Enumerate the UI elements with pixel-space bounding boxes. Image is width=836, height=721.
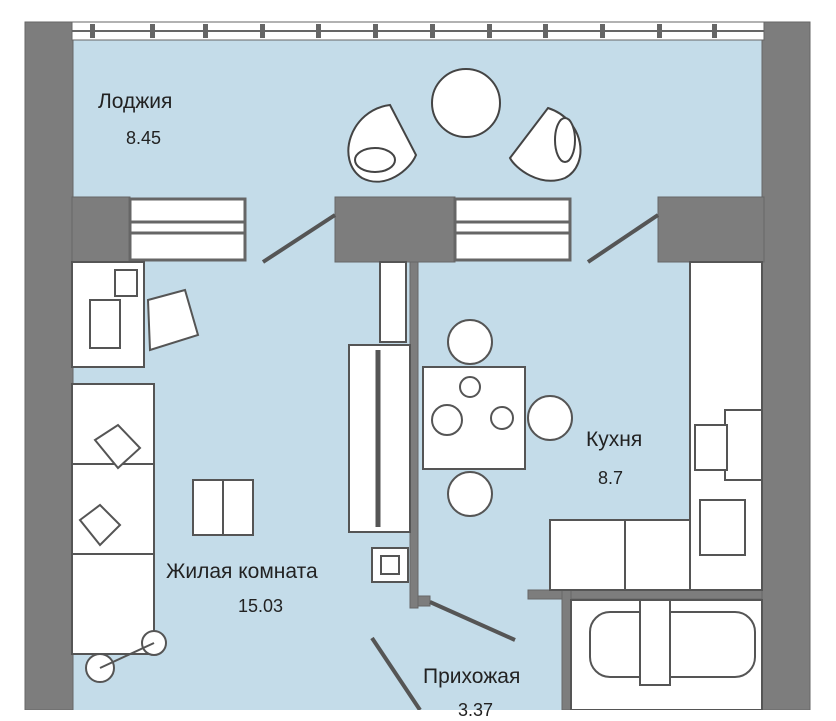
room-name-kitchen: Кухня (586, 428, 643, 451)
room-area-loggia: 8.45 (126, 128, 162, 148)
room-area-kitchen: 8.7 (598, 468, 624, 488)
room-area-hall: 3.37 (458, 700, 494, 720)
room-area-living: 15.03 (238, 596, 284, 616)
top-window (71, 21, 765, 41)
inner-windows (128, 197, 572, 262)
room-name-loggia: Лоджия (98, 90, 173, 113)
living-furniture (71, 261, 411, 683)
doors (261, 213, 660, 710)
kitchen-furniture (422, 261, 763, 710)
walls (24, 21, 811, 710)
room-name-living: Жилая комната (166, 560, 318, 583)
room-name-hall: Прихожая (423, 665, 521, 688)
loggia-furniture (347, 68, 582, 183)
